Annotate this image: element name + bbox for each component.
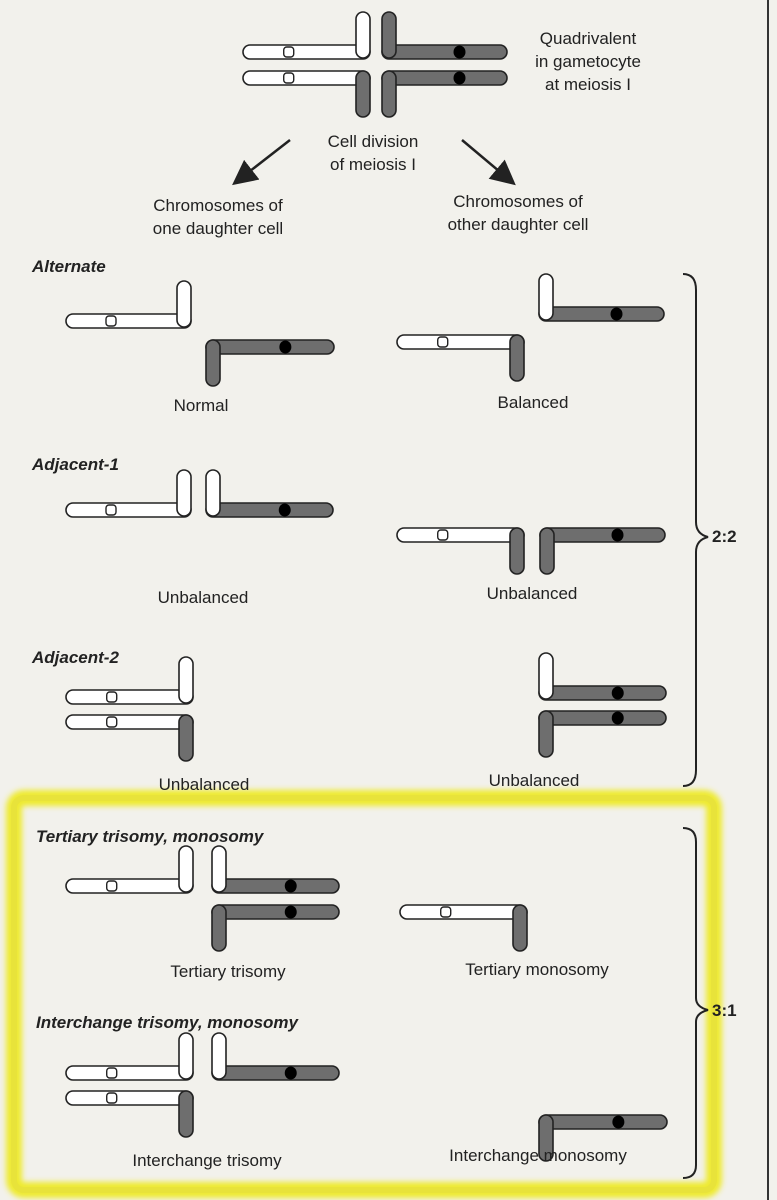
section-title-adjacent-2: Adjacent-2	[31, 648, 119, 667]
adj2-left-light	[65, 656, 194, 705]
adj2-left-translocated-light	[65, 714, 194, 762]
right-cell-label-1: Chromosomes of	[453, 192, 583, 211]
adj1-right-translocated-light	[396, 527, 525, 575]
quad-light-top	[242, 11, 371, 60]
alt-left-dark	[205, 339, 335, 387]
section-title-tertiary: Tertiary trisomy, monosomy	[36, 827, 265, 846]
inter-right-dark	[538, 1114, 668, 1162]
caption-interchange-right: Interchange monosomy	[449, 1146, 627, 1165]
tert-left-dark	[211, 904, 340, 952]
arrow-to-right-cell	[461, 139, 516, 186]
ratio-2-2: 2:2	[712, 527, 737, 546]
adj1-right-dark	[539, 527, 666, 575]
division-label-1: Cell division	[328, 132, 419, 151]
caption-adjacent-1-right: Unbalanced	[487, 584, 578, 603]
tert-left-translocated-dark	[211, 845, 340, 894]
section-title-alternate: Alternate	[31, 257, 106, 276]
section-title-interchange: Interchange trisomy, monosomy	[36, 1013, 300, 1032]
alt-right-translocated-light	[396, 334, 525, 382]
caption-adjacent-1-left: Unbalanced	[158, 588, 249, 607]
inter-left-light	[65, 1032, 194, 1081]
adj1-left-light	[65, 469, 192, 518]
quad-dark-bottom	[381, 70, 508, 118]
alt-left-light	[65, 280, 192, 329]
caption-tertiary-right: Tertiary monosomy	[465, 960, 609, 979]
highlight-box	[11, 795, 717, 1193]
quad-dark-top	[381, 11, 508, 60]
ratio-3-1: 3:1	[712, 1001, 737, 1020]
inter-left-translocated-dark	[211, 1032, 340, 1081]
quad-light-bottom	[242, 70, 371, 118]
brace-3-1	[682, 827, 709, 1179]
left-cell-label-2: one daughter cell	[153, 219, 283, 238]
caption-adjacent-2-left: Unbalanced	[159, 775, 250, 794]
tert-right-translocated-light	[399, 904, 528, 952]
right-cell-label-2: other daughter cell	[448, 215, 589, 234]
highlight-box-glow	[6, 790, 722, 1198]
arrow-to-left-cell	[232, 139, 291, 186]
tert-left-light	[65, 845, 194, 894]
caption-interchange-left: Interchange trisomy	[132, 1151, 282, 1170]
caption-adjacent-2-right: Unbalanced	[489, 771, 580, 790]
quadrivalent-label-1: Quadrivalent	[540, 29, 637, 48]
caption-alternate-right: Balanced	[498, 393, 569, 412]
quadrivalent-label-2: in gametocyte	[535, 52, 641, 71]
adj1-left-translocated-dark	[205, 469, 334, 518]
adj2-right-translocated-dark	[538, 652, 667, 701]
alt-right-translocated-dark	[538, 273, 665, 322]
caption-alternate-left: Normal	[174, 396, 229, 415]
chromosome-layer	[65, 11, 668, 1162]
left-cell-label-1: Chromosomes of	[153, 196, 283, 215]
section-title-adjacent-1: Adjacent-1	[31, 455, 119, 474]
division-label-2: of meiosis I	[330, 155, 416, 174]
brace-2-2	[682, 273, 709, 787]
caption-tertiary-left: Tertiary trisomy	[170, 962, 286, 981]
quadrivalent-label-3: at meiosis I	[545, 75, 631, 94]
adj2-right-dark	[538, 710, 667, 758]
inter-left-translocated-light	[65, 1090, 194, 1138]
